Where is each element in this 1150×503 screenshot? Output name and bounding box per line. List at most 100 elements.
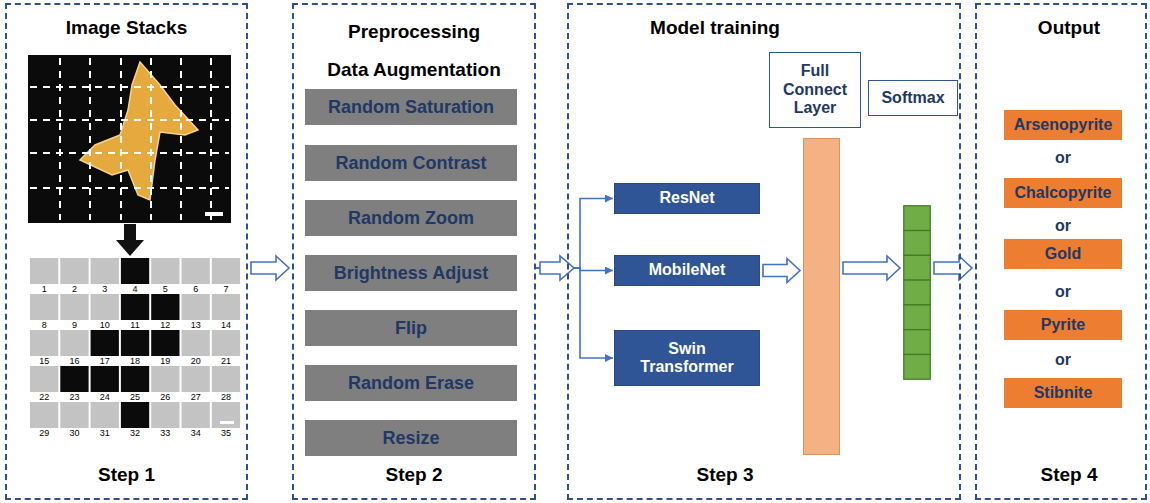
image-tile [91,402,119,428]
image-tile [212,294,240,320]
micrograph [28,55,231,223]
heading-slot: Image Stacks [7,17,246,39]
image-tile [30,330,58,356]
image-tile [60,294,88,320]
image-tile [151,294,179,320]
image-tiles [30,258,240,428]
model-name: Swin Transformer [631,340,743,377]
image-tile [212,258,240,284]
image-tile [30,294,58,320]
class-name: Chalcopyrite [1015,184,1112,202]
label-slot: 22 [30,392,58,402]
label-slot: 23 [60,392,88,402]
augmentation-name: Random Saturation [328,97,494,118]
or-label: or [1033,148,1093,168]
image-tile [121,330,149,356]
model-box: ResNet [614,183,760,214]
tile-number: 26 [151,392,179,402]
flow-arrow [934,256,972,280]
tile-number: 27 [182,392,210,402]
tile-number: 33 [151,428,179,438]
image-tile [151,402,179,428]
label-slot: 30 [60,428,88,438]
heading-slot: Output [985,17,1150,39]
class-name: Gold [1045,245,1081,263]
step-label: Step 2 [294,464,534,486]
label-slot: or [1033,350,1093,370]
label-slot: 33 [151,428,179,438]
tile-number: 12 [151,320,179,330]
augmentation-box: Random Erase [305,365,517,401]
step-panel: Random SaturationRandom ContrastRandom Z… [292,3,536,500]
tile-number: 2 [60,284,88,294]
label-slot: 17 [91,356,119,366]
image-tile [91,366,119,392]
tile-number: 10 [91,320,119,330]
tile-number: 18 [121,356,149,366]
or-label: or [1033,216,1093,236]
image-tile [212,366,240,392]
tile-number: 16 [60,356,88,366]
tile-number: 30 [60,428,88,438]
tile-number: 1 [30,284,58,294]
image-tile [151,366,179,392]
step-panel: ResNetMobileNetSwin Transformer Full Conn… [567,3,961,500]
label-slot: 6 [182,284,210,294]
model-name: MobileNet [649,261,725,279]
label-slot: 16 [60,356,88,366]
heading-slot: Model training [520,17,910,39]
image-tile [212,402,240,428]
label-slot: 28 [212,392,240,402]
tiled-mineral-grain [87,262,181,428]
label-slot: 14 [212,320,240,330]
tile-number: 24 [91,392,119,402]
image-tile [212,330,240,356]
image-tile [121,366,149,392]
step-label: Step 3 [530,464,920,486]
tile-number: 5 [151,284,179,294]
image-tile [151,258,179,284]
image-tile [30,366,58,392]
step-panel: Image StacksStep 1 [5,3,248,500]
model-name: ResNet [659,189,714,207]
image-tile [60,330,88,356]
augmentation-name: Flip [395,318,427,339]
augmentation-box: Random Saturation [305,89,517,125]
label-slot: 19 [151,356,179,366]
vector-cells [903,205,931,380]
layer-label-box: Softmax [868,80,958,116]
class-name: Stibnite [1034,384,1093,402]
step-slot: Step 1 [7,464,246,486]
label-slot: 27 [182,392,210,402]
scale-bar [220,421,234,424]
label-slot: 3 [91,284,119,294]
label-slot: 35 [212,428,240,438]
micrograph-background [28,55,231,223]
label-slot: 9 [60,320,88,330]
tile-number: 25 [121,392,149,402]
vector-cell [904,330,931,355]
step-slot: Step 2 [294,464,534,486]
label-slot: 1 [30,284,58,294]
label-slot: 13 [182,320,210,330]
augmentation-name: Random Contrast [335,153,486,174]
tile-number: 13 [182,320,210,330]
panel-title: Data Augmentation [294,59,534,81]
scale-bar [205,212,223,216]
panel-title: Output [985,17,1150,39]
augmentation-name: Brightness Adjust [334,263,488,284]
label-slot: 31 [91,428,119,438]
heading-slot: Preprocessing [294,21,534,43]
label-slot: 24 [91,392,119,402]
vector-cell [904,255,931,280]
full-connect-layer-bar: Full Connect Layer [803,138,840,455]
image-tile [91,294,119,320]
tile-number: 35 [212,428,240,438]
model-box: Swin Transformer [614,330,760,386]
branch-connector [536,199,613,269]
flow-arrow [843,256,900,280]
vector-cell [904,354,931,379]
vector-cell [904,206,931,231]
